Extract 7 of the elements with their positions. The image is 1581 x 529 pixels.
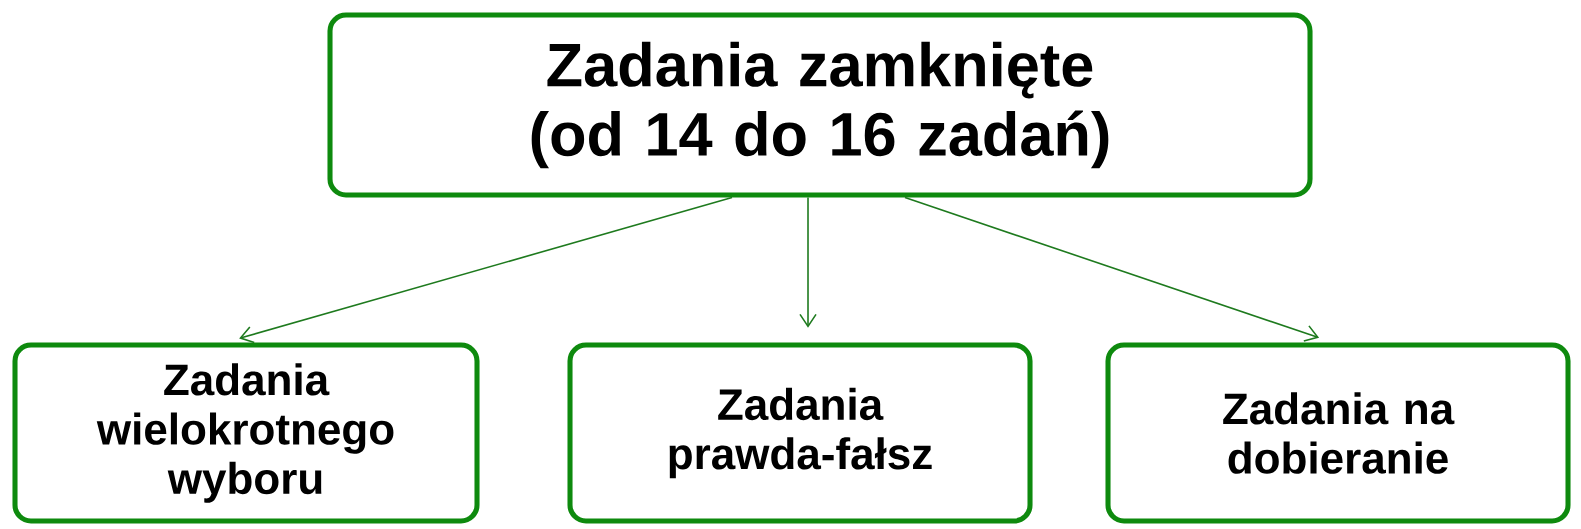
arrow (239, 196, 733, 344)
arrow (799, 196, 817, 328)
process-box: Zadania wielokrotnego wyboru (12, 342, 480, 524)
process-box: Zadania prawda-fałsz (567, 342, 1033, 524)
process-box: Zadania zamknięte (od 14 do 16 zadań) (327, 12, 1313, 198)
arrow (904, 196, 1320, 342)
process-box: Zadania na dobieranie (1105, 342, 1571, 524)
